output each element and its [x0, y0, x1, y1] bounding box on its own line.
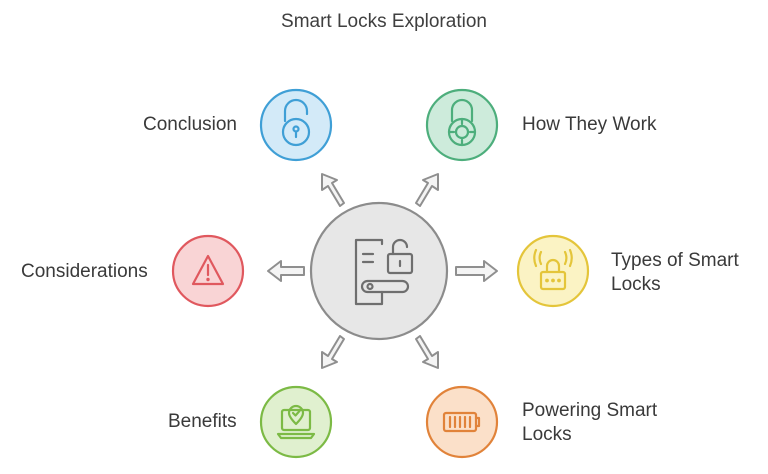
warning-icon	[191, 254, 225, 286]
label-considerations: Considerations	[21, 261, 148, 282]
diagram-title: Smart Locks Exploration	[281, 11, 487, 32]
node-benefits	[259, 385, 333, 459]
arrow-to-how-they-work	[415, 173, 439, 207]
node-conclusion	[259, 88, 333, 162]
node-types	[516, 234, 590, 308]
arrow-to-types	[455, 260, 498, 282]
laptop-check-icon	[276, 404, 316, 440]
node-powering	[425, 385, 499, 459]
padlock-open-icon	[281, 98, 311, 147]
arrow-to-conclusion	[321, 173, 345, 207]
label-how-they-work: How They Work	[522, 114, 657, 135]
arrow-to-considerations	[267, 260, 305, 282]
door-handle-unlock-icon	[354, 238, 414, 306]
padlock-target-icon	[447, 98, 477, 147]
label-conclusion: Conclusion	[143, 114, 237, 135]
arrow-to-benefits	[321, 335, 345, 369]
battery-icon	[442, 411, 481, 433]
hub	[309, 201, 449, 341]
arrows	[267, 173, 498, 369]
node-how-they-work	[425, 88, 499, 162]
label-benefits: Benefits	[168, 411, 237, 432]
arrow-to-powering	[415, 335, 439, 369]
label-types: Types of Smart Locks	[611, 250, 739, 295]
wireless-padlock-icon	[533, 248, 573, 291]
label-powering: Powering Smart Locks	[522, 400, 658, 445]
node-considerations	[171, 234, 245, 308]
